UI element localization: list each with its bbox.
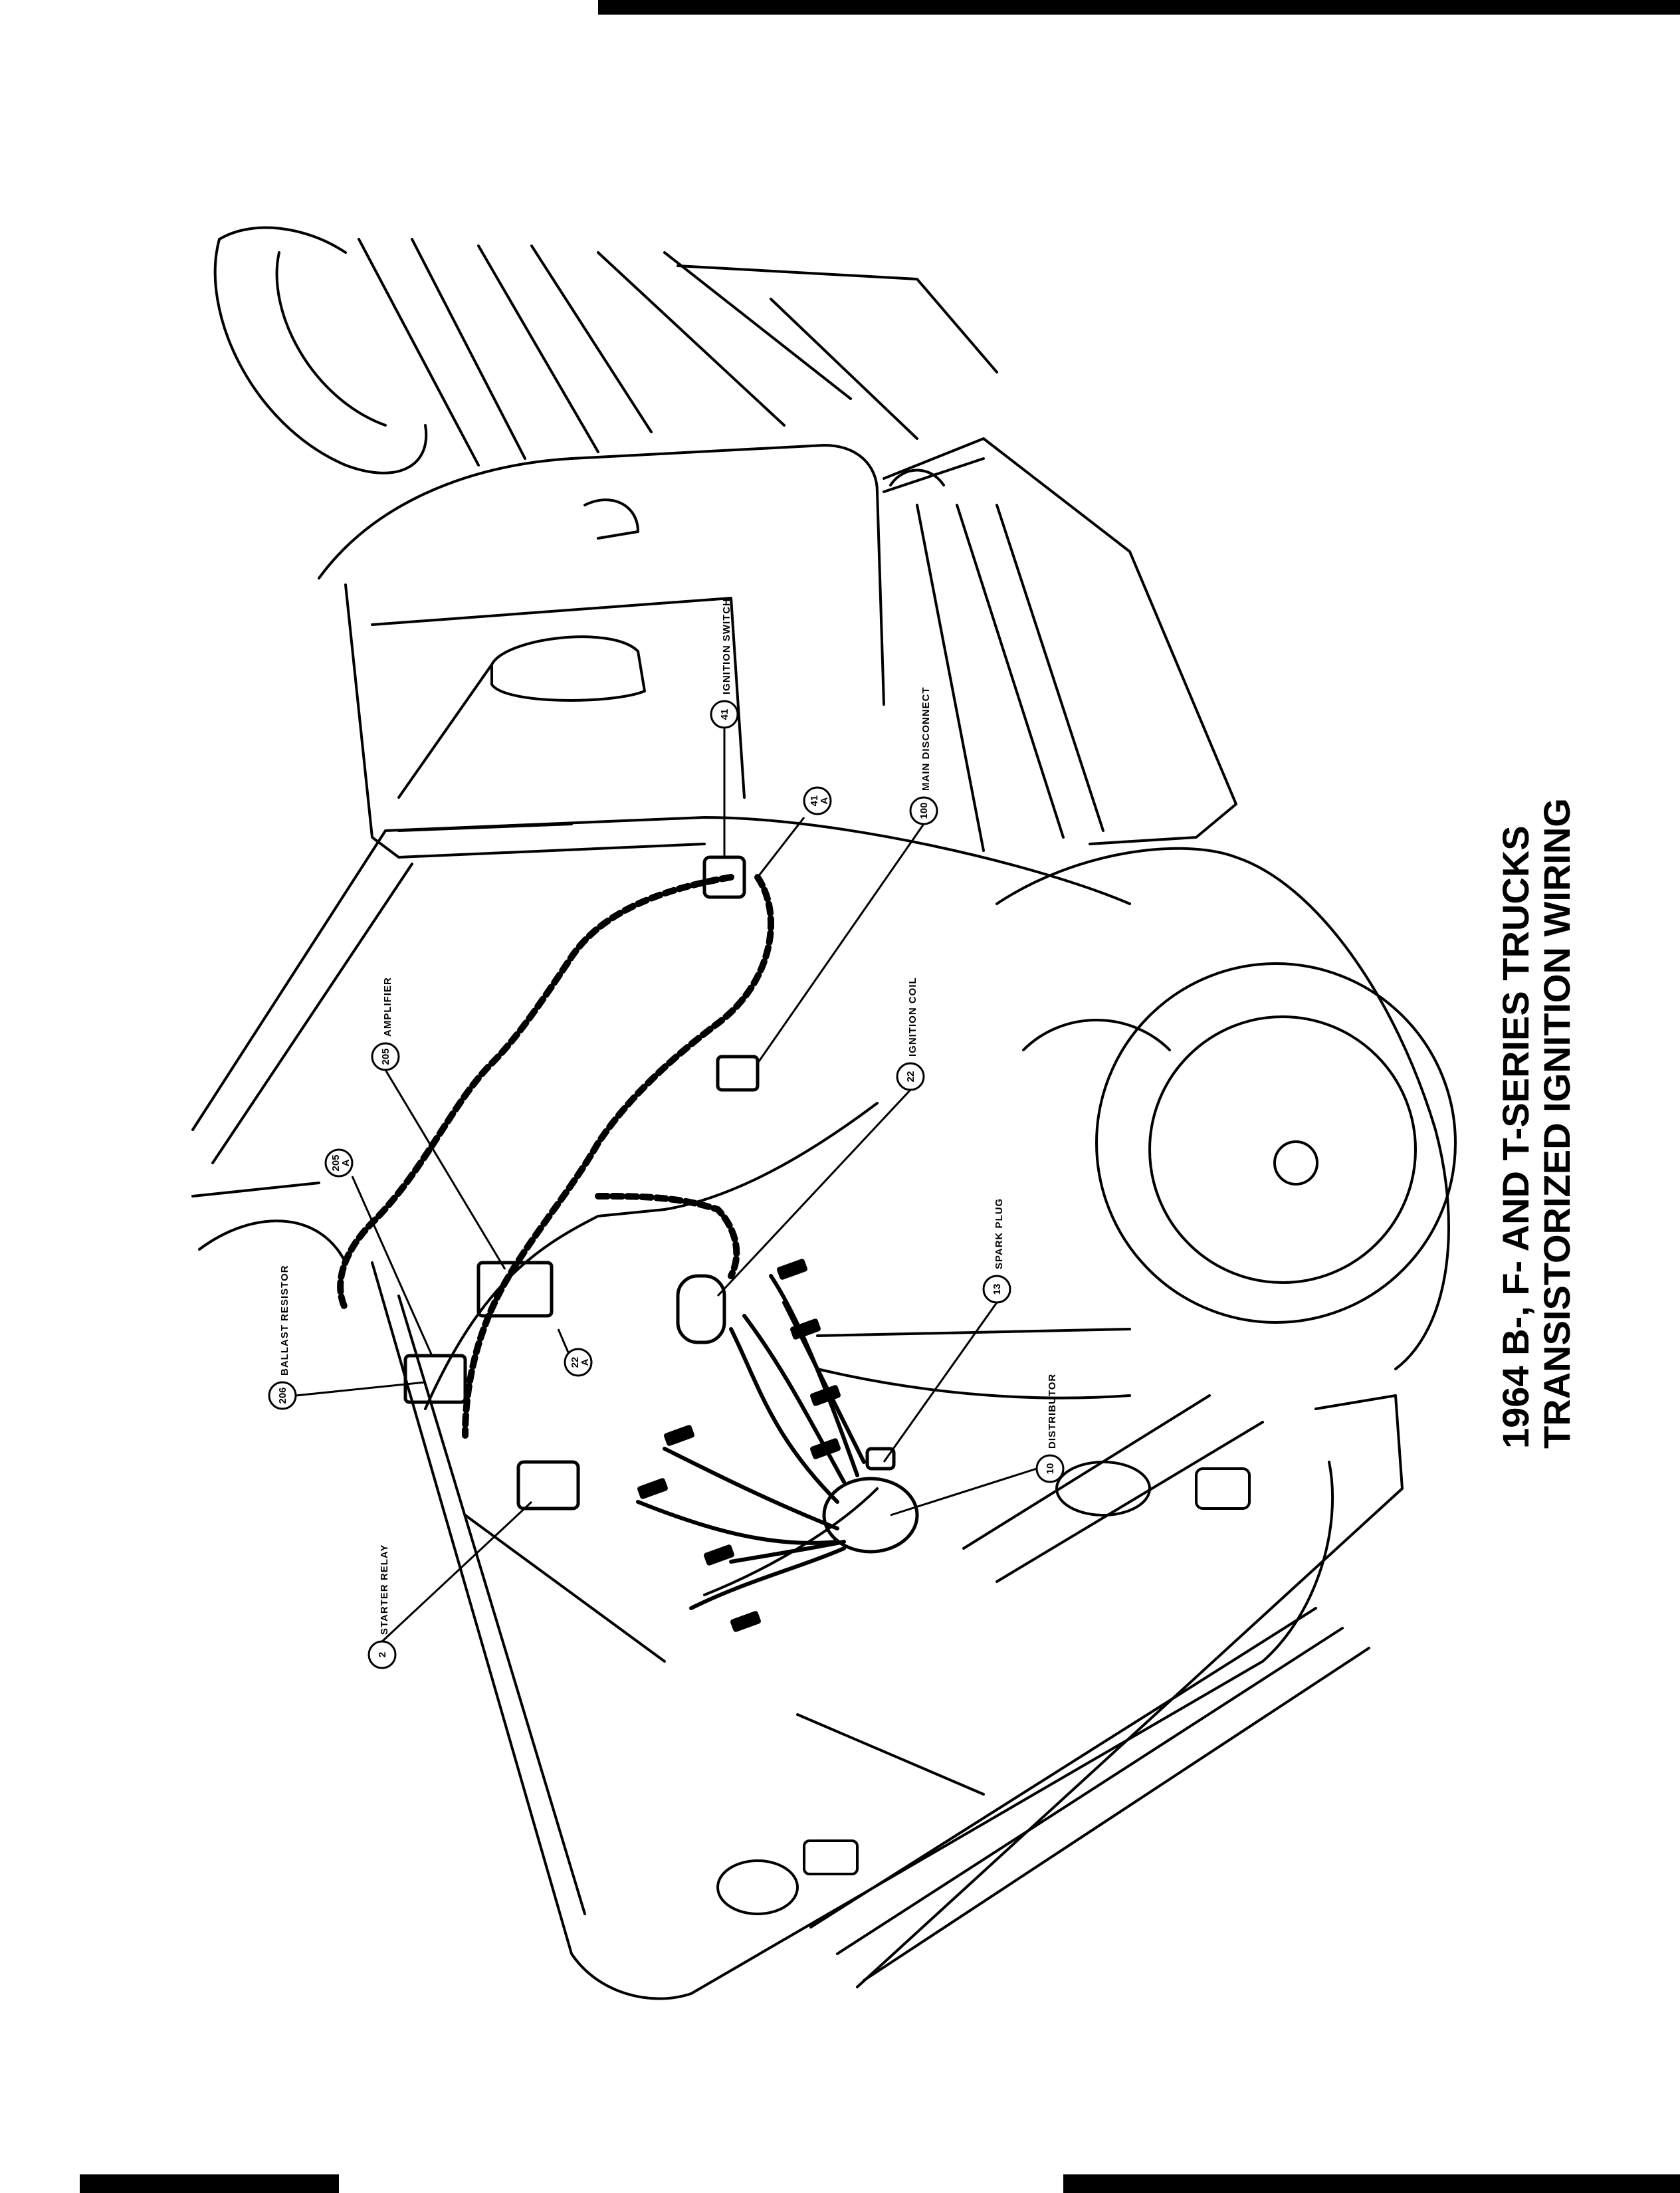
scan-edge-bottom-right	[1063, 2174, 1680, 2193]
spark-plug-leads	[636, 1274, 866, 1610]
main-disconnect-icon	[716, 1055, 760, 1092]
plug-boots	[637, 1259, 841, 1632]
callout-starter-relay-label: STARTER RELAY	[379, 1544, 390, 1635]
callout-ballast-resistor-num: 206	[277, 1387, 288, 1404]
components	[403, 855, 919, 1554]
callout-ballast-resistor-label: BALLAST RESISTOR	[279, 1265, 290, 1376]
callout-starter-relay-num: 2	[377, 1652, 388, 1657]
callout-ignition-switch-num: 41	[719, 709, 730, 720]
callout-main-disconnect-num: 100	[918, 802, 930, 819]
wiring-harness	[337, 874, 774, 1439]
callout-amplifier-a-sub: A	[340, 1159, 352, 1166]
callout-spark-plug-num: 13	[992, 1284, 1003, 1295]
callout-amplifier-num: 205	[380, 1048, 391, 1065]
callout-ignition-coil-a-num: 22	[570, 1357, 581, 1368]
callout-distributor-label: DISTRIBUTOR	[1047, 1374, 1058, 1449]
spark-plug-icon	[865, 1447, 896, 1471]
callout-distributor-num: 10	[1045, 1463, 1056, 1475]
callout-spark-plug-label: SPARK PLUG	[994, 1198, 1005, 1269]
callout-ignition-switch-a-sub: A	[819, 797, 830, 804]
callout-ignition-coil-num: 22	[905, 1071, 916, 1083]
diagram-title-line1: 1964 B-, F- AND T-SERIES TRUCKS	[1495, 825, 1536, 1449]
callout-ignition-switch-a-num: 41	[809, 795, 820, 807]
callout-ignition-coil-a-sub: A	[579, 1358, 591, 1366]
scan-edge-bottom-left	[80, 2174, 339, 2193]
callout-ignition-coil-label: IGNITION COIL	[907, 977, 918, 1057]
callout-ignition-switch-label: IGNITION SWITCH	[721, 598, 732, 694]
callout-main-disconnect-label: MAIN DISCONNECT	[920, 686, 932, 791]
callout-circles	[268, 700, 1065, 1669]
distributor-icon	[822, 1477, 919, 1554]
callout-amplifier-label: AMPLIFIER	[382, 977, 393, 1037]
callout-amplifier-a-num: 205	[330, 1154, 342, 1171]
ignition-coil-icon	[676, 1274, 726, 1344]
ballast-resistor-icon	[403, 1354, 467, 1404]
starter-relay-icon	[516, 1460, 580, 1511]
diagram-title-line2: TRANSISTORIZED IGNITION WIRING	[1536, 798, 1578, 1449]
scan-edge-top	[598, 0, 1680, 15]
truck-line-art	[191, 226, 1457, 2000]
amplifier-icon	[476, 1261, 554, 1318]
